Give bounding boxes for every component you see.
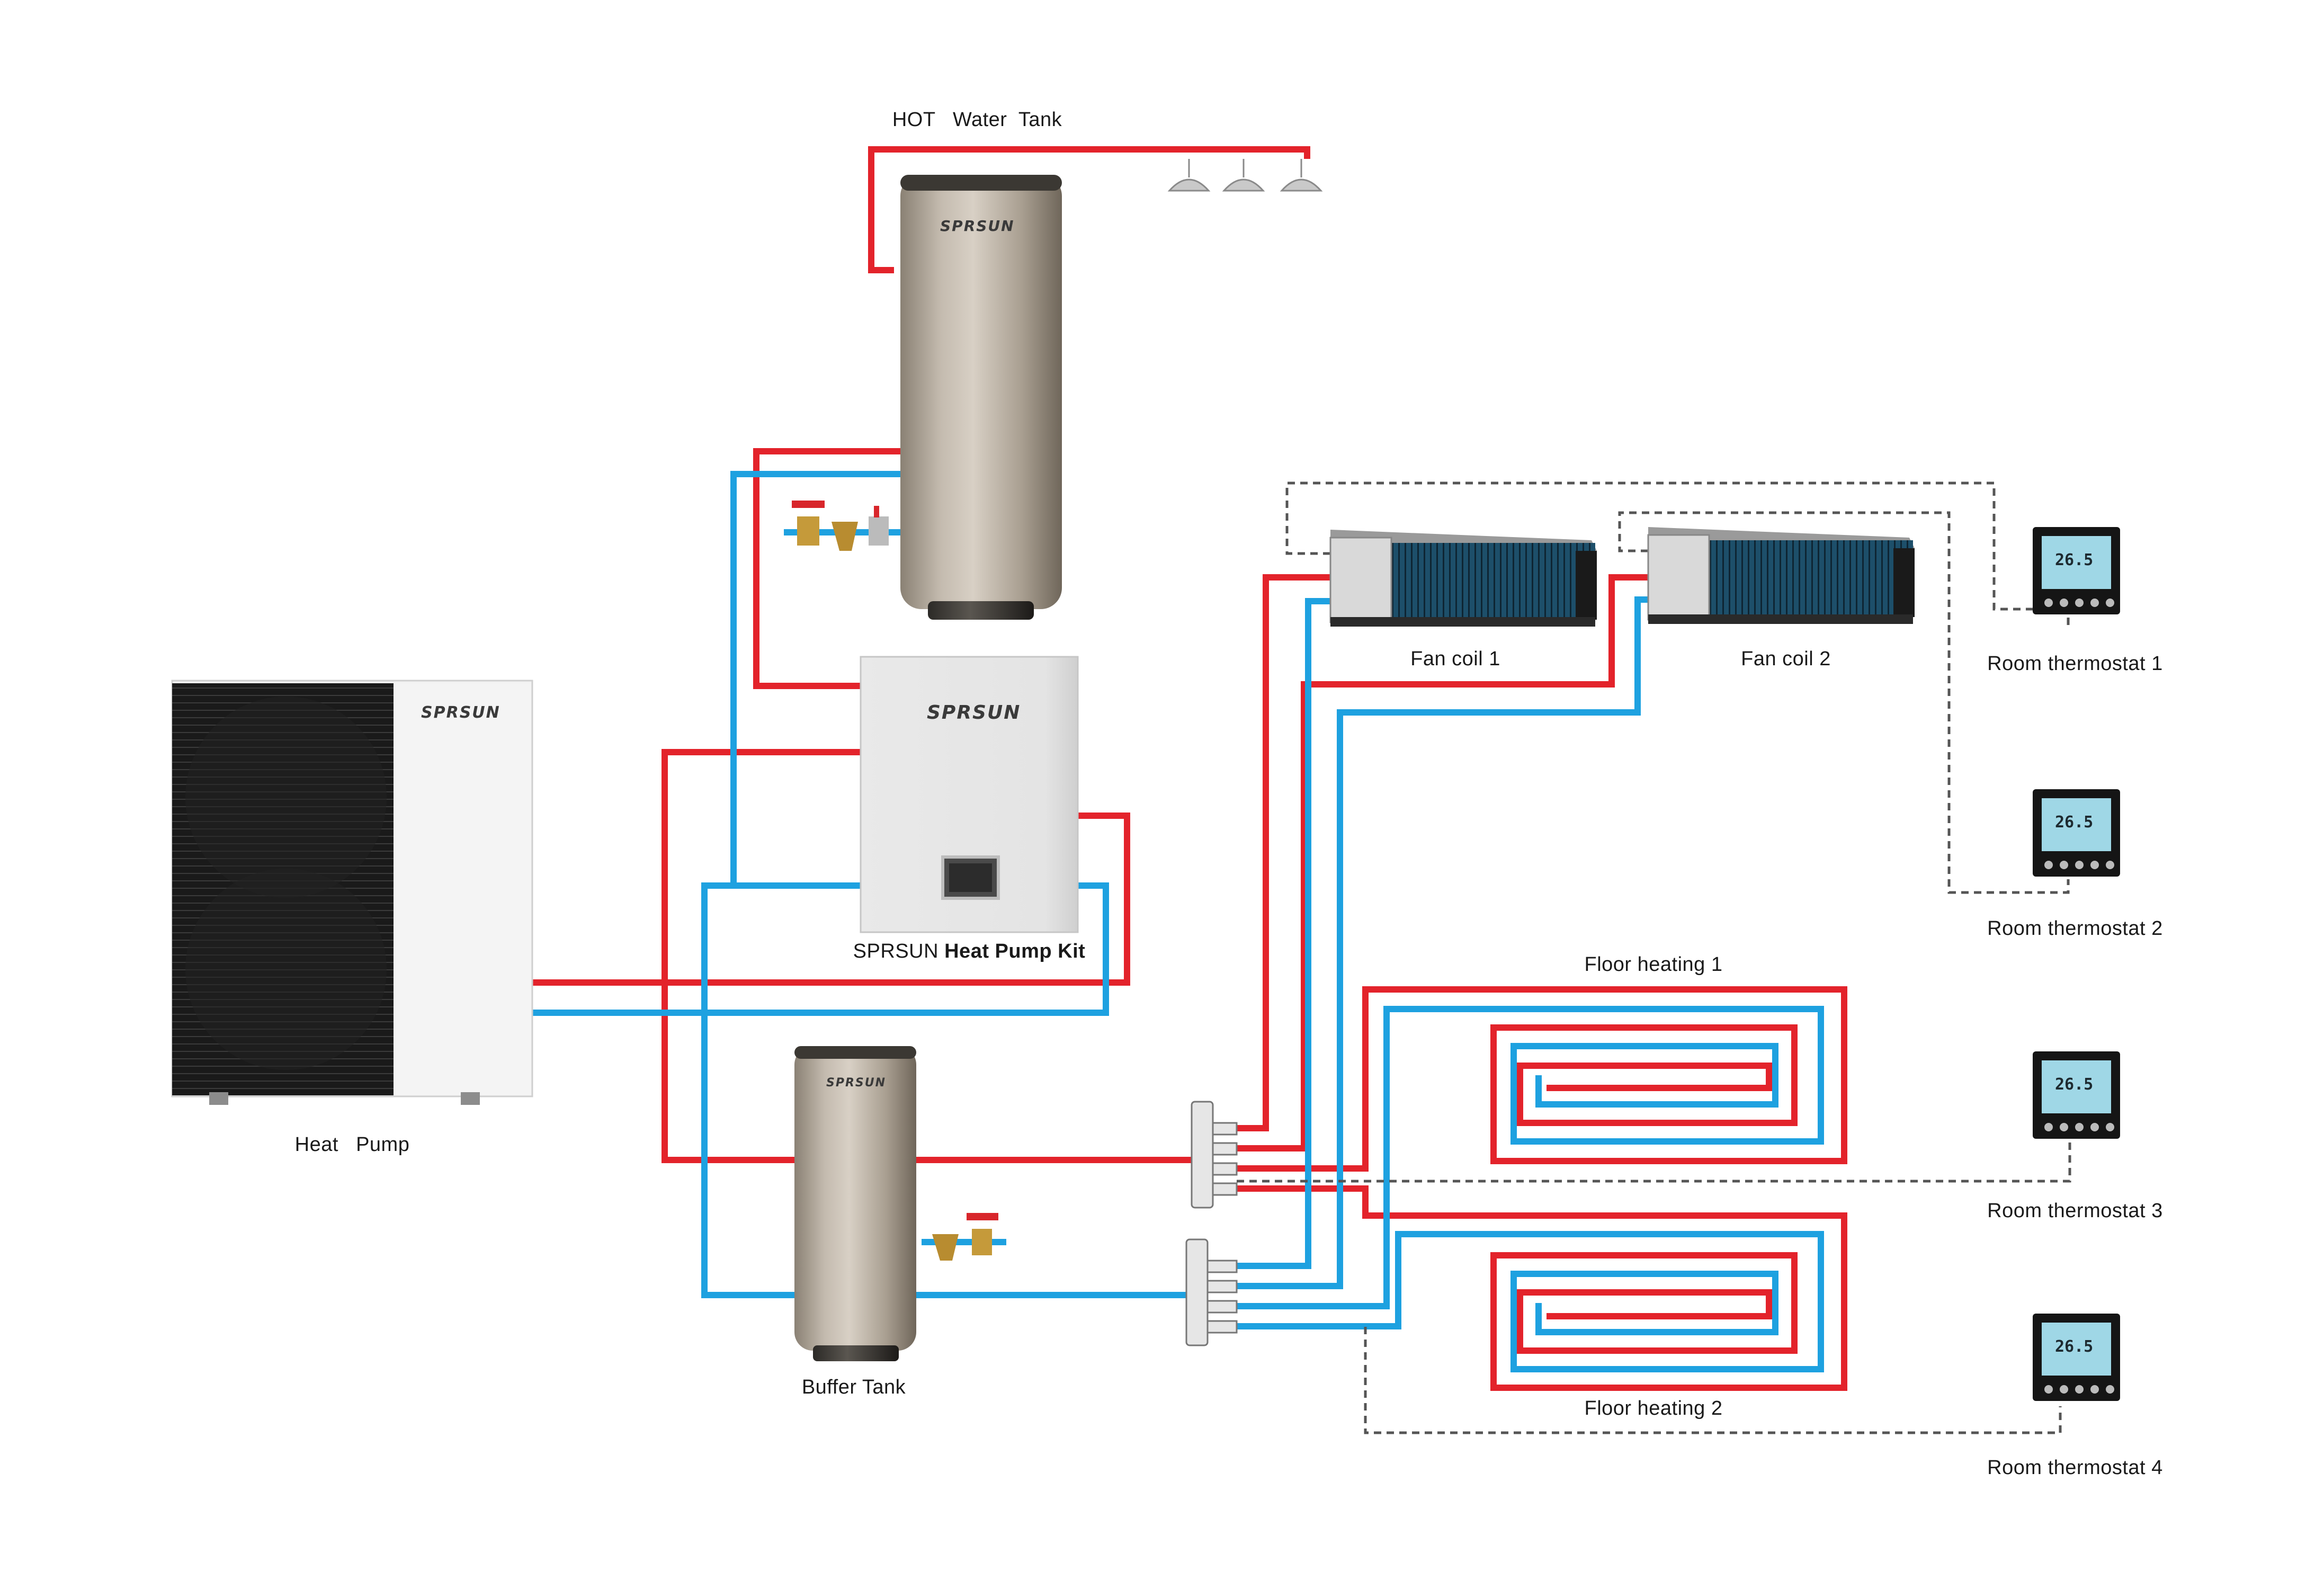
cold-water-pipes: [532, 471, 1824, 1372]
room-thermostat-1-label: Room thermostat 1: [1987, 653, 2163, 675]
heat-pump-label: Heat Pump: [294, 1133, 410, 1156]
thermostat-3-readout: 26.5: [2055, 1075, 2094, 1094]
inlet-valves: [792, 501, 998, 1261]
manifolds: [1185, 1101, 1238, 1346]
heat-pump-kit-label: SPRSUN Heat Pump Kit: [853, 940, 1086, 963]
fan-coil-1-label: Fan coil 1: [1410, 648, 1500, 670]
buffer-tank-label: Buffer Tank: [801, 1376, 906, 1398]
fan-coil-1: [1329, 530, 1597, 627]
buffer-tank: [794, 1046, 916, 1361]
thermostat-4-readout: 26.5: [2055, 1337, 2094, 1356]
room-thermostat-4: [2033, 1314, 2120, 1401]
room-thermostat-1: [2033, 527, 2120, 614]
heat-pump-unit: [171, 680, 533, 1105]
heat-pump-kit-logo: SPRSUN: [927, 702, 1021, 724]
fan-coil-2-label: Fan coil 2: [1741, 648, 1831, 670]
room-thermostat-2-label: Room thermostat 2: [1987, 917, 2163, 940]
floor-heating-2-label: Floor heating 2: [1584, 1397, 1723, 1420]
hot-water-pipes: [532, 146, 1847, 1391]
room-thermostat-3: [2033, 1051, 2120, 1139]
room-thermostat-3-label: Room thermostat 3: [1987, 1200, 2163, 1222]
floor-heating-1-label: Floor heating 1: [1584, 953, 1723, 976]
room-thermostat-2: [2033, 789, 2120, 877]
thermostat-1-readout: 26.5: [2055, 551, 2094, 569]
room-thermostat-4-label: Room thermostat 4: [1987, 1457, 2163, 1479]
heat-pump-logo: SPRSUN: [421, 703, 500, 722]
hot-water-tank-logo: SPRSUN: [940, 217, 1015, 235]
hot-water-tank: [900, 175, 1062, 620]
hot-water-tank-label: HOT Water Tank: [892, 109, 1062, 131]
heat-pump-kit-name: Heat Pump Kit: [944, 940, 1086, 962]
thermostat-2-readout: 26.5: [2055, 813, 2094, 832]
heat-pump-kit-brand: SPRSUN: [853, 940, 939, 962]
shower-heads: [1167, 159, 1323, 192]
buffer-tank-logo: SPRSUN: [826, 1076, 887, 1090]
fan-coil-2: [1647, 527, 1915, 624]
heat-pump-kit: [860, 656, 1079, 933]
